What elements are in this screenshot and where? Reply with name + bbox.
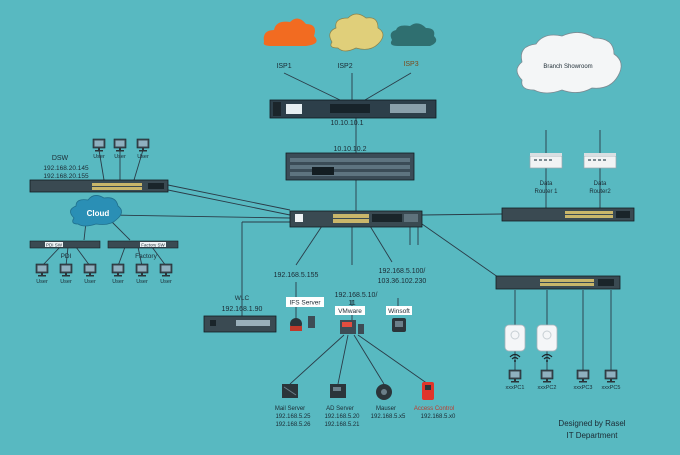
ad-server-ip2: 192.168.5.21 [324,422,360,428]
winsoft-ip-b: 103.36.102.230 [378,278,427,285]
pc-label-2: xxxPC2 [538,385,557,391]
ifs-server-icon[interactable] [290,316,315,331]
isp2-label: ISP2 [337,63,352,70]
credit-line-2: IT Department [567,431,619,440]
wlc-ip: 192.168.1.90 [222,306,263,313]
winsoft-server-icon[interactable] [392,318,406,332]
pdi-user-label-3: User [84,279,96,285]
mauser-name: Mauser [376,406,396,412]
pdi-label: PDI [61,253,72,260]
factory-user-pc-icon-3 [159,263,173,277]
core-router-ip: 10.10.10.2 [333,146,366,153]
pc-label-4: xxxPC5 [602,385,621,391]
ad-server-ip1: 192.168.5.20 [324,414,360,420]
winsoft-ip-a: 192.168.5.100/ [379,268,426,275]
firewall-ip: 10.10.10.1 [330,120,363,127]
data-router-1-label-a: Data [540,181,553,187]
pdi-user-label-2: User [60,279,72,285]
pc-icon-2 [540,369,554,383]
core-router-icon[interactable] [285,152,415,181]
mauser-ip: 192.168.5.x5 [371,414,406,420]
mauser-device-icon[interactable] [376,384,392,400]
connection-lines [41,72,612,385]
ifs-ip: 192.168.5.155 [274,272,319,279]
pc-icon-4 [604,369,618,383]
branch-showroom-label: Branch Showroom [543,64,592,70]
pdi-user-pc-icon-3 [83,263,97,277]
vmware-ip-b: 11 [348,300,355,307]
wlc-icon[interactable] [203,315,277,333]
mail-server-name: Mail Server [275,406,305,412]
data-router-2-label-b: Router2 [589,189,611,195]
wlc-name: WLC [235,295,250,302]
factory-user-label-2: User [136,279,148,285]
pc-label-1: xxxPC1 [506,385,525,391]
access-point-icon-1 [504,324,526,352]
mail-server-ip1: 192.168.5.25 [275,414,311,420]
pdi-switch-icon[interactable] [29,240,101,249]
factory-label: Factory [135,253,157,260]
isp2-cloud-icon [329,13,384,52]
mail-server-icon[interactable] [282,384,298,398]
dsw-user-label-1: User [93,154,105,160]
dsw-user-label-3: User [137,154,149,160]
mail-server-ip2: 192.168.5.26 [275,422,311,428]
dsw-ip2: 192.168.20.155 [43,173,89,180]
pdi-user-pc-icon-2 [59,263,73,277]
cloud-icon [70,195,122,227]
dsw-name: DSW [52,155,69,162]
factory-user-pc-icon-2 [135,263,149,277]
dsw-user-pc-icon-3 [136,138,150,152]
data-router-2-label-a: Data [594,181,607,187]
factory-user-pc-icon-1 [111,263,125,277]
factory-user-label-1: User [112,279,124,285]
pdi-user-label-1: User [36,279,48,285]
access-control-ip: 192.168.5.x0 [421,414,456,420]
isp3-label: ISP3 [403,61,418,68]
winsoft-name: Winsoft [388,308,410,315]
ad-server-icon[interactable] [330,384,346,398]
branch-showroom-cloud-icon [516,32,622,94]
access-control-name: Access Control [414,406,454,412]
dsw-ip1: 192.168.20.145 [43,165,89,172]
vmware-name: VMware [338,308,362,315]
factory-user-label-3: User [160,279,172,285]
pc-label-3: xxxPC3 [574,385,593,391]
factory-switch-icon[interactable] [107,240,179,249]
vmware-server-icon[interactable] [340,320,364,334]
dsw-user-pc-icon-1 [92,138,106,152]
isp3-cloud-icon [390,23,437,46]
dsw-switch-icon[interactable] [29,179,169,193]
pc-icon-3 [576,369,590,383]
isp1-label: ISP1 [276,63,291,70]
firewall-icon[interactable] [269,99,437,119]
ifs-label-box [286,297,324,307]
vmware-ip-a: 192.168.5.10/ [335,292,378,299]
winsoft-label-box [386,306,412,315]
vmware-label-box [335,306,365,315]
access-point-icon-2 [536,324,558,352]
data-router-1-label-b: Router 1 [534,189,558,195]
dsw-user-pc-icon-2 [113,138,127,152]
cloud-label: Cloud [87,209,110,218]
data-router-2-icon[interactable] [583,152,617,169]
pdi-switch-label: PDI SW [46,243,63,248]
factory-switch-label: Factory SW [141,243,165,248]
isp1-cloud-icon [263,18,317,46]
pc-icon-1 [508,369,522,383]
ad-server-name: AD Server [326,406,354,412]
data-router-1-icon[interactable] [529,152,563,169]
branch-switch-icon[interactable] [501,207,635,222]
access-control-device-icon[interactable] [422,382,434,400]
credit-line-1: Designed by Rasel [558,419,625,428]
pdi-user-pc-icon-1 [35,263,49,277]
core-switch-icon[interactable] [289,210,423,228]
access-switch-icon[interactable] [495,275,621,290]
ifs-name: IFS Server [289,300,321,307]
dsw-user-label-2: User [114,154,126,160]
